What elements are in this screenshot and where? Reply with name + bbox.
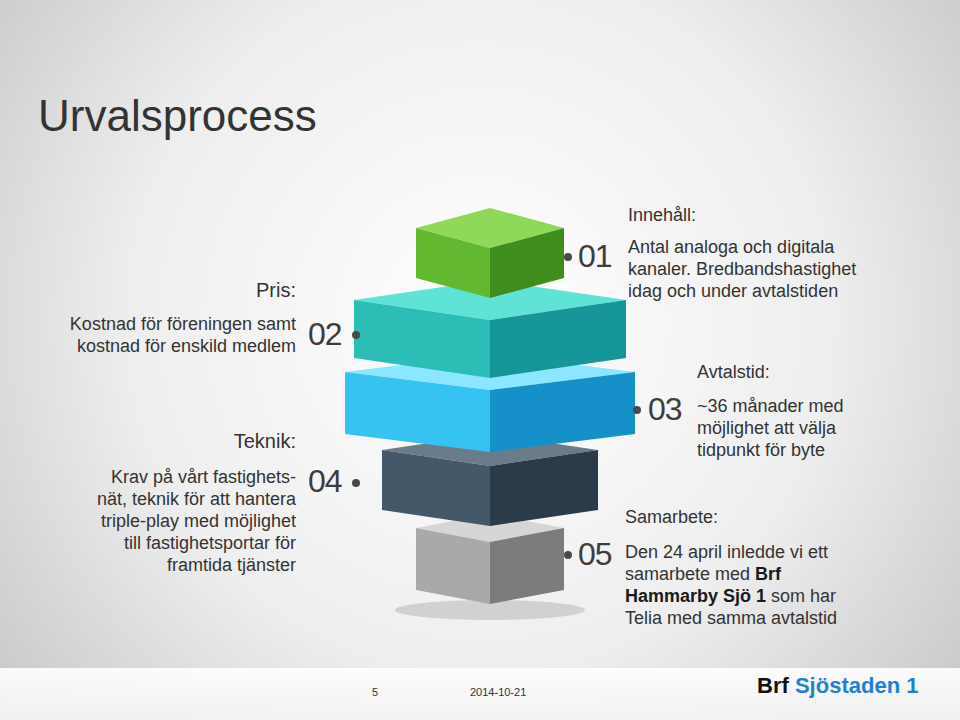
- callout-number: 05: [578, 538, 612, 570]
- section-heading: Innehåll:: [628, 206, 696, 224]
- section-heading: Pris:: [96, 280, 296, 300]
- footer-band: [0, 668, 960, 720]
- section-body: Kostnad för föreningen samt kostnad för …: [56, 313, 296, 357]
- slide-title: Urvalsprocess: [38, 92, 317, 140]
- callout-number: 04: [308, 465, 342, 497]
- marker-dots: [352, 253, 641, 559]
- section-heading: Teknik:: [96, 431, 296, 451]
- section-body: Den 24 april inledde vi ett samarbete me…: [625, 542, 828, 584]
- footer-logo-group: BrfSjöstaden 1: [757, 673, 918, 699]
- footer-logo: Sjöstaden 1: [795, 673, 918, 698]
- section-body: Krav på vårt fastighets- nät, teknik för…: [86, 466, 296, 576]
- green-block: [416, 208, 564, 298]
- section-body: ~36 månader med möjlighet att välja tidp…: [697, 395, 877, 461]
- callout-number: 01: [578, 240, 612, 272]
- section-heading: Samarbete:: [625, 508, 718, 526]
- section-body: Antal analoga och digitala kanaler. Bred…: [628, 236, 883, 302]
- footer-logo: Brf: [757, 673, 789, 698]
- section-heading: Avtalstid:: [697, 363, 770, 381]
- page-number: 5: [372, 687, 378, 698]
- slide-date: 2014-10-21: [470, 687, 526, 698]
- callout-number: 03: [648, 393, 682, 425]
- grey-block: [416, 514, 564, 604]
- callout-number: 02: [308, 318, 342, 350]
- section-body-group: Den 24 april inledde vi ett samarbete me…: [625, 541, 857, 629]
